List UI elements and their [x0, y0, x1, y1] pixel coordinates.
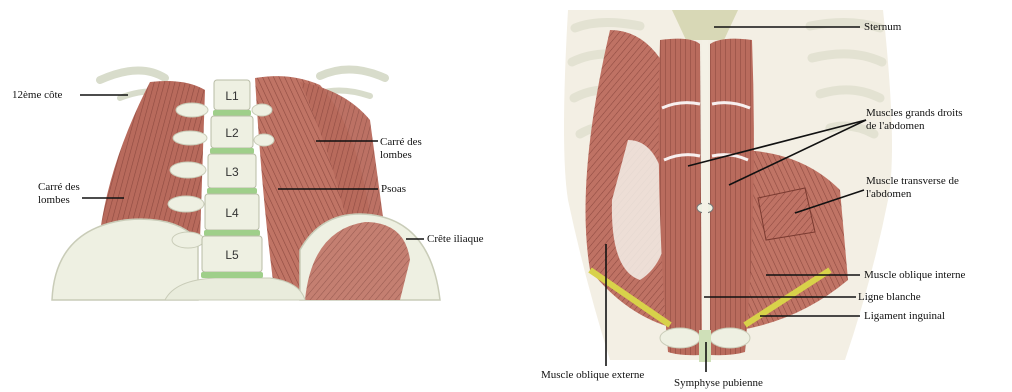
label-line: lombes — [380, 149, 422, 162]
label-line: Muscles grands droits — [866, 107, 963, 120]
label-ligne-blanche: Ligne blanche — [858, 291, 921, 304]
label-sternum: Sternum — [864, 21, 901, 34]
rib-12-left — [100, 70, 165, 80]
label-line: Carré des — [38, 181, 80, 194]
label-oblique-externe: Muscle oblique externe — [541, 369, 644, 382]
label-12eme-cote: 12ème côte — [12, 89, 62, 102]
label-psoas: Psoas — [381, 183, 406, 196]
label-crete-iliaque: Crête iliaque — [427, 233, 484, 246]
pubis-left — [660, 328, 700, 348]
label-line: l'abdomen — [866, 188, 959, 201]
vertebra-label: L2 — [225, 126, 239, 140]
intervertebral-disc — [207, 188, 257, 194]
label-oblique-interne: Muscle oblique interne — [864, 269, 965, 282]
vertebra-label: L4 — [225, 206, 239, 220]
label-line: Muscle transverse de — [866, 175, 959, 188]
label-grands-droits: Muscles grands droits de l'abdomen — [866, 107, 963, 133]
intervertebral-disc — [210, 148, 254, 154]
label-line: de l'abdomen — [866, 120, 963, 133]
label-ligament-inguinal: Ligament inguinal — [864, 310, 945, 323]
label-carre-lombes-right: Carré des lombes — [380, 136, 422, 162]
label-transverse: Muscle transverse de l'abdomen — [866, 175, 959, 201]
rib-12-right — [320, 69, 385, 78]
intervertebral-disc — [213, 110, 251, 116]
label-carre-lombes-left: Carré des lombes — [38, 181, 80, 207]
pubis-right — [710, 328, 750, 348]
intervertebral-disc — [201, 272, 263, 278]
label-line: Carré des — [380, 136, 422, 149]
symphyse-bone — [699, 330, 711, 362]
label-line: lombes — [38, 194, 80, 207]
rectus-right — [710, 39, 754, 356]
vertebra-label: L1 — [225, 89, 239, 103]
vertebra-label: L5 — [225, 248, 239, 262]
transverse-muscle — [758, 188, 815, 240]
vertebra-label: L3 — [225, 165, 239, 179]
rectus-left — [659, 39, 702, 356]
abdomen-panel — [564, 10, 892, 362]
intervertebral-disc — [204, 230, 260, 236]
label-symphyse: Symphyse pubienne — [674, 377, 763, 390]
